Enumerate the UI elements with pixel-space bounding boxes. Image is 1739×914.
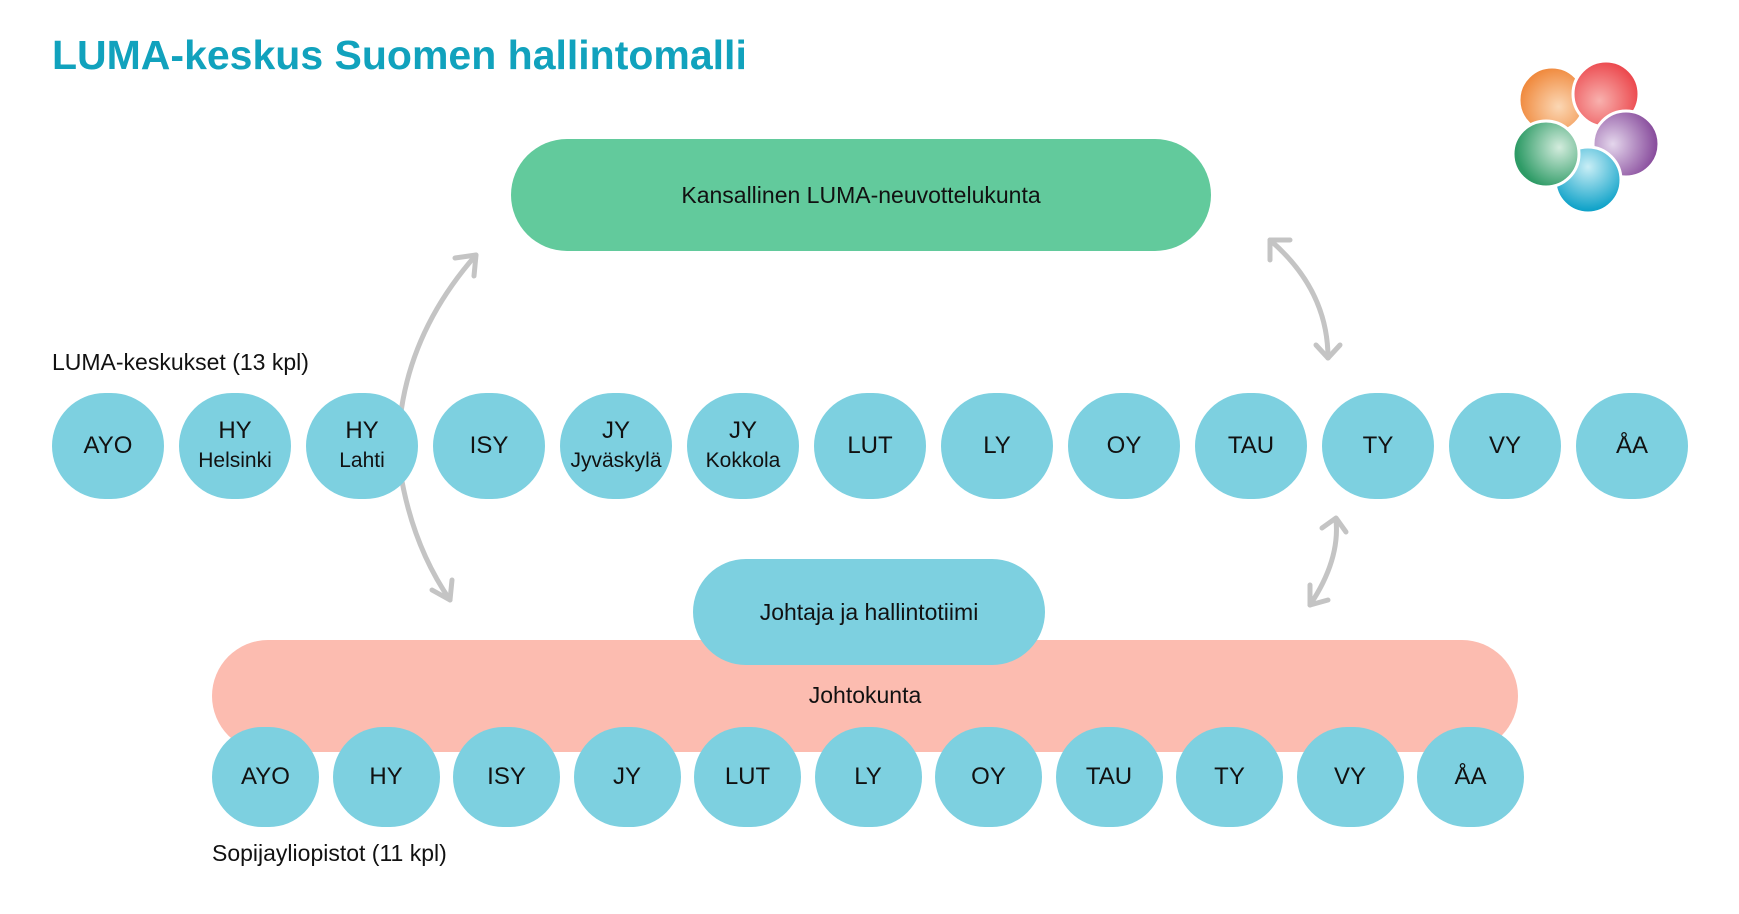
centers-label: LUMA-keskukset (13 kpl) bbox=[52, 349, 309, 375]
university: LY bbox=[814, 727, 922, 827]
university: AYO bbox=[212, 727, 319, 827]
luma-center: ISY bbox=[433, 393, 545, 499]
luma-center-abbr: HY bbox=[345, 417, 379, 444]
university-abbr: HY bbox=[369, 763, 403, 790]
university-abbr: LUT bbox=[724, 763, 771, 790]
university: JY bbox=[573, 727, 681, 827]
page-title: LUMA-keskus Suomen hallintomalli bbox=[52, 32, 747, 78]
luma-center-location: Jyväskylä bbox=[570, 449, 662, 472]
universities-label: Sopijayliopistot (11 kpl) bbox=[212, 840, 447, 866]
university-abbr: TY bbox=[1214, 763, 1245, 790]
university-abbr: JY bbox=[612, 763, 641, 790]
luma-center-abbr: LUT bbox=[847, 432, 893, 459]
university-abbr: AYO bbox=[241, 763, 290, 790]
university-abbr: ÅA bbox=[1454, 763, 1487, 790]
university: HY bbox=[332, 727, 440, 827]
arrowhead-council-right-top bbox=[1267, 237, 1293, 263]
luma-center-abbr: HY bbox=[218, 417, 252, 444]
luma-center: OY bbox=[1068, 393, 1180, 499]
luma-center: JY Jyväskylä bbox=[560, 393, 672, 499]
leadership-team: Johtaja ja hallintotiimi bbox=[693, 559, 1045, 665]
arrow-centers-leader-right bbox=[1307, 517, 1339, 608]
university: VY bbox=[1296, 727, 1404, 827]
university: ÅA bbox=[1417, 727, 1524, 827]
luma-center: JY Kokkola bbox=[687, 393, 799, 499]
university-abbr: LY bbox=[854, 763, 882, 790]
luma-center: HY Lahti bbox=[306, 393, 418, 499]
luma-center-abbr: ÅA bbox=[1615, 432, 1648, 459]
luma-center: LUT bbox=[814, 393, 926, 499]
arrow-centers-to-council bbox=[397, 252, 479, 423]
arrow-council-centers-right bbox=[1267, 237, 1331, 361]
arrowhead-board-left bbox=[429, 577, 455, 603]
luma-center-abbr: OY bbox=[1106, 432, 1142, 459]
luma-center: TAU bbox=[1195, 393, 1307, 499]
luma-center-location: Kokkola bbox=[705, 449, 781, 472]
luma-center: VY bbox=[1449, 393, 1561, 499]
luma-center: TY bbox=[1322, 393, 1434, 499]
university-abbr: VY bbox=[1333, 763, 1366, 790]
luma-center-abbr: ISY bbox=[469, 432, 509, 459]
luma-center-abbr: TAU bbox=[1227, 432, 1275, 459]
luma-center-abbr: AYO bbox=[83, 432, 133, 459]
luma-logo bbox=[1511, 59, 1661, 215]
university-abbr: TAU bbox=[1085, 763, 1133, 790]
arrowhead-leader-right-top bbox=[1319, 515, 1349, 535]
national-council: Kansallinen LUMA-neuvottelukunta bbox=[511, 139, 1211, 251]
luma-center-abbr: TY bbox=[1362, 432, 1394, 459]
luma-center: HY Helsinki bbox=[179, 393, 291, 499]
university-abbr: ISY bbox=[487, 763, 526, 790]
luma-center-location: Lahti bbox=[339, 449, 385, 472]
university: OY bbox=[935, 727, 1042, 827]
arrowhead-council-left bbox=[452, 252, 479, 279]
luma-center-abbr: VY bbox=[1488, 432, 1521, 459]
luma-center-abbr: JY bbox=[728, 417, 757, 444]
arrowhead-council-right-bottom bbox=[1313, 342, 1343, 361]
university-abbr: OY bbox=[971, 763, 1006, 790]
university: TY bbox=[1176, 727, 1283, 827]
university: LUT bbox=[694, 727, 801, 827]
luma-center: AYO bbox=[52, 393, 164, 499]
arrowhead-leader-right-bottom bbox=[1307, 582, 1331, 608]
luma-center-abbr: LY bbox=[983, 432, 1011, 459]
luma-center: ÅA bbox=[1576, 393, 1688, 499]
university: ISY bbox=[453, 727, 560, 827]
arrow-centers-to-board bbox=[397, 467, 453, 603]
luma-center-abbr: JY bbox=[601, 417, 630, 444]
luma-center-location: Helsinki bbox=[198, 449, 272, 472]
university: TAU bbox=[1055, 727, 1163, 827]
logo-petal-green bbox=[1511, 119, 1581, 189]
luma-center: LY bbox=[941, 393, 1053, 499]
